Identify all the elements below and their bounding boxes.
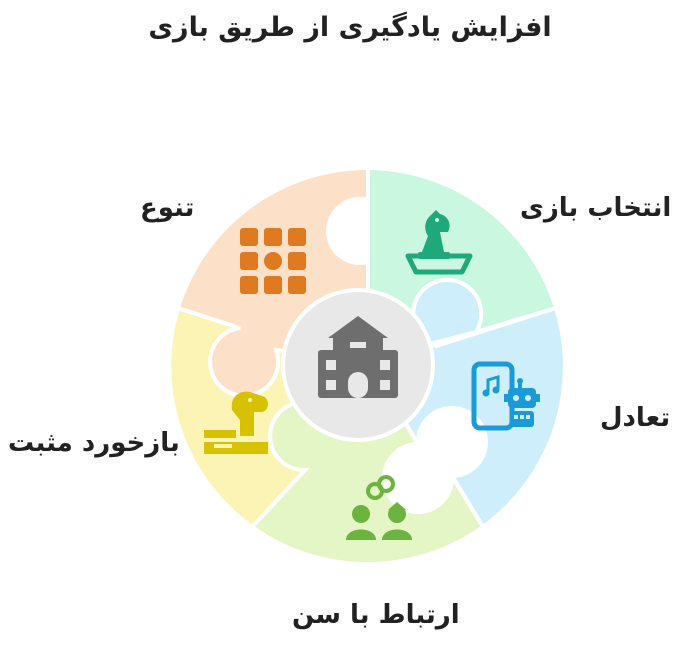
- label-variety: تنوع: [140, 193, 195, 223]
- chess-knight-icon: [405, 210, 473, 275]
- school-building-icon: [318, 316, 398, 398]
- grid-icon: [240, 228, 306, 294]
- tablet-robot-icon: [471, 361, 540, 431]
- label-age-relation: ارتباط با سن: [292, 600, 460, 630]
- label-positive-feedback: بازخورد مثبت: [8, 428, 180, 458]
- label-balance: تعادل: [600, 403, 671, 433]
- dog-feedback-icon: [204, 391, 268, 454]
- linked-people-icon: [346, 475, 412, 540]
- page-title: افزایش یادگیری از طریق بازی: [148, 12, 552, 43]
- segment-balance: [364, 277, 567, 530]
- label-game-choice: انتخاب بازی: [520, 193, 672, 223]
